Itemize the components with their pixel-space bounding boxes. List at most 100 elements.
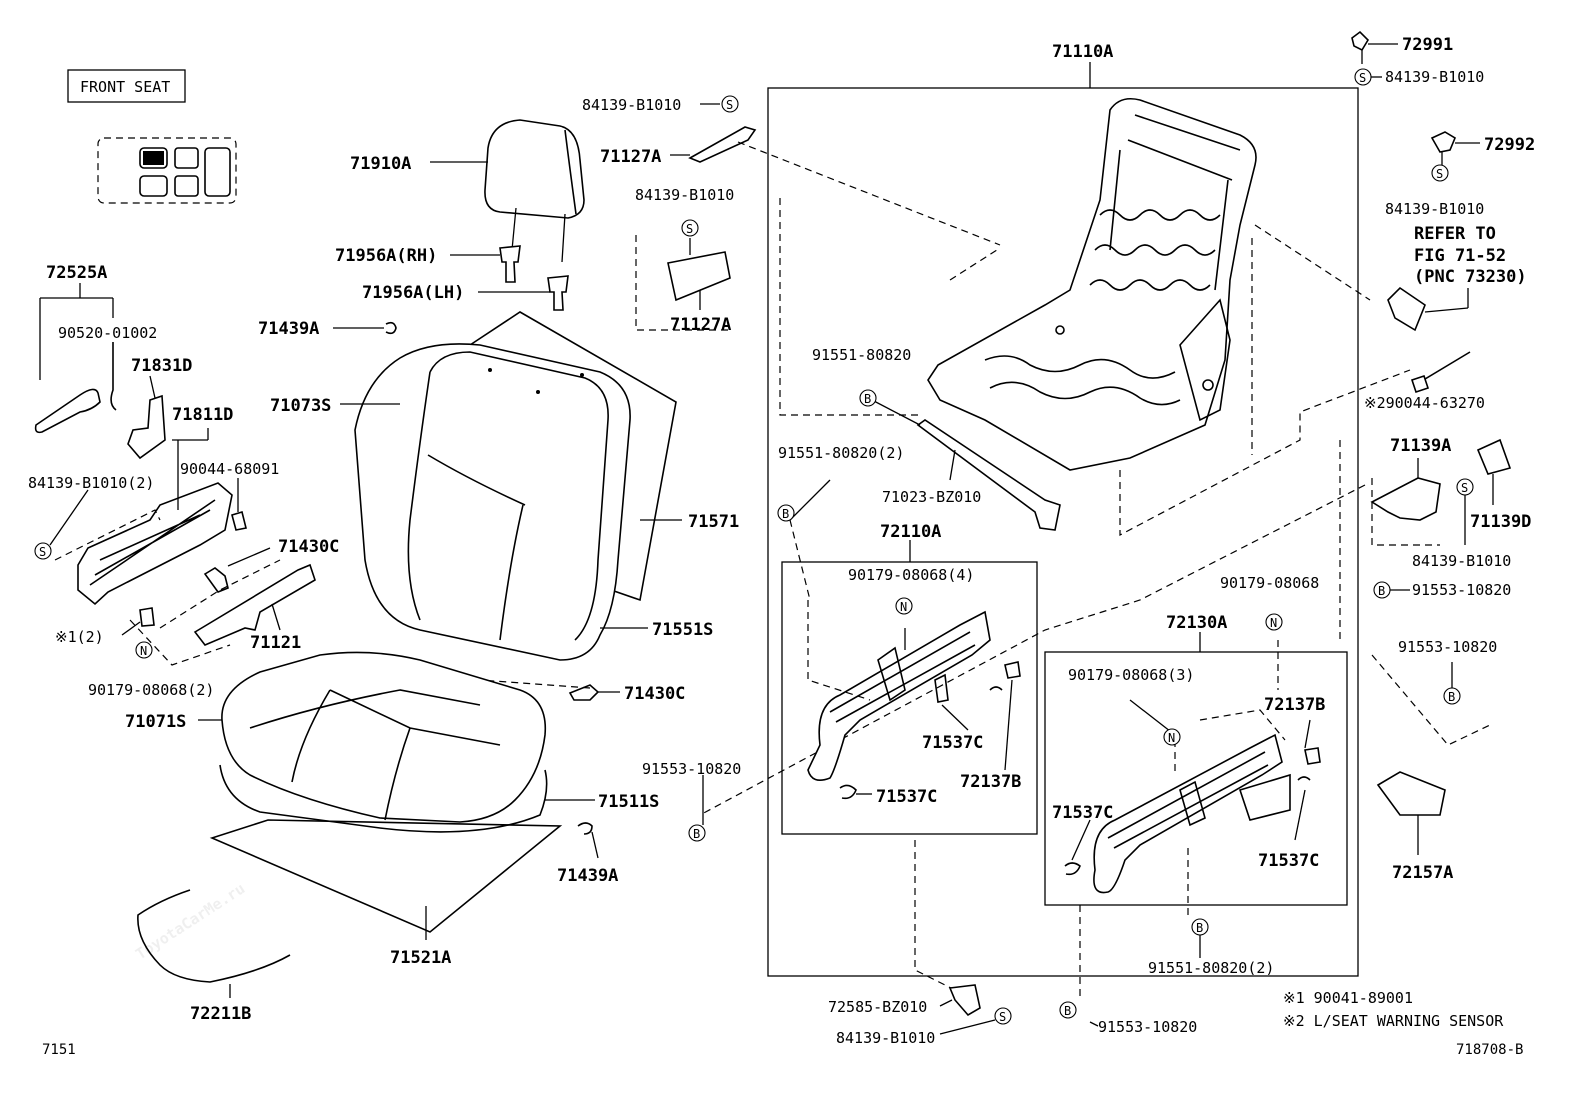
clip-72991	[1351, 30, 1398, 64]
seat-back-group	[340, 311, 682, 661]
clip-90044-68091	[231, 510, 247, 531]
label-72137B-b: 72137B	[1264, 695, 1325, 715]
label-71831D: 71831D	[131, 356, 192, 376]
bracket-71121	[193, 563, 316, 646]
symbol-b-7: B	[1443, 687, 1461, 705]
headrest-guide-rh	[499, 245, 521, 283]
label-72992: 72992	[1484, 135, 1535, 155]
cover-72157A	[1376, 771, 1446, 855]
label-72130A: 72130A	[1166, 613, 1227, 633]
label-91553-10820-b: 91553-10820	[1098, 1018, 1197, 1036]
seat-frame	[927, 97, 1257, 471]
rod-71023-BZ010	[871, 399, 1061, 531]
svg-text:N: N	[1270, 616, 1277, 630]
svg-text:S: S	[726, 98, 733, 112]
symbol-s-1: S	[34, 542, 52, 560]
label-71537C-a: 71537C	[922, 733, 983, 753]
svg-text:B: B	[1064, 1004, 1071, 1018]
symbol-b-3: B	[688, 824, 706, 842]
label-72991: 72991	[1402, 35, 1453, 55]
svg-text:B: B	[782, 507, 789, 521]
headrest-group	[430, 119, 585, 311]
svg-text:N: N	[140, 644, 147, 658]
headrest	[484, 119, 585, 219]
symbol-b-6: B	[1373, 581, 1391, 599]
label-84139-B1010-d: 84139-B1010	[1385, 68, 1484, 86]
label-90179-08068-4: 90179-08068(4)	[848, 566, 974, 584]
label-84139-B1010-b: 84139-B1010	[635, 186, 734, 204]
wire-72211B	[137, 889, 291, 983]
label-91553-10820-c: 91553-10820	[1412, 581, 1511, 599]
svg-text:N: N	[1168, 731, 1175, 745]
label-71521A: 71521A	[390, 948, 451, 968]
symbol-s-5: S	[1354, 68, 1372, 86]
screw-71430C	[203, 567, 229, 593]
recliner-handle-group	[34, 283, 316, 666]
label-71439A-a: 71439A	[258, 319, 319, 339]
sensor-cable	[1410, 351, 1471, 394]
svg-text:S: S	[39, 545, 46, 559]
symbol-b-5: B	[1059, 1001, 1077, 1019]
label-71139A: 71139A	[1390, 436, 1451, 456]
label-91553-10820-d: 91553-10820	[1398, 638, 1497, 656]
label-91553-10820-a: 91553-10820	[642, 760, 741, 778]
label-90179-08068: 90179-08068	[1220, 574, 1319, 592]
label-84139-B1010-c: 84139-B1010	[836, 1029, 935, 1047]
label-91551-80820: 91551-80820	[812, 346, 911, 364]
bracket-71139A	[1370, 458, 1441, 521]
label-71811D: 71811D	[172, 405, 233, 425]
label-72157A: 72157A	[1392, 863, 1453, 883]
bolt-note1	[139, 607, 155, 627]
recliner-handle	[34, 388, 101, 434]
label-71127A-a: 71127A	[600, 147, 661, 167]
symbol-s-2: S	[721, 95, 739, 113]
clip-72992	[1430, 131, 1480, 165]
label-71537C-c: 71537C	[1052, 803, 1113, 823]
cushion-cover-71071S	[221, 651, 547, 823]
label-71430C-b: 71430C	[624, 684, 685, 704]
side-shield-71811D	[77, 482, 233, 606]
label-71571: 71571	[688, 512, 739, 532]
symbol-n-3: N	[1265, 613, 1283, 631]
seat-frame-box-71110A	[767, 87, 1359, 977]
symbol-n-4: N	[1163, 728, 1181, 746]
svg-text:S: S	[1461, 481, 1468, 495]
label-71439A-b: 71439A	[557, 866, 618, 886]
label-72137B-a: 72137B	[960, 772, 1021, 792]
svg-text:S: S	[1436, 167, 1443, 181]
label-71537C-d: 71537C	[1258, 851, 1319, 871]
svg-text:S: S	[999, 1010, 1006, 1024]
watermark: ToyotaCarMe.ru	[132, 879, 248, 963]
shield-71127A-upper	[688, 126, 757, 163]
label-91551-80820-2b: 91551-80820(2)	[1148, 959, 1274, 977]
shield-71127A-group	[635, 103, 757, 331]
bracket-71139D	[1476, 438, 1512, 505]
symbol-s-6: S	[1431, 164, 1449, 182]
svg-text:S: S	[1359, 71, 1366, 85]
shield-71127A-lower	[667, 251, 731, 302]
label-71023-BZ010: 71023-BZ010	[882, 488, 981, 506]
cushion-pad-71521A	[209, 819, 563, 933]
headrest-guide-lh	[547, 275, 569, 311]
label-71071S: 71071S	[125, 712, 186, 732]
handle-cover	[127, 394, 166, 460]
vehicle-locator-icon	[97, 137, 237, 204]
label-72585-BZ010: 72585-BZ010	[828, 998, 927, 1016]
symbol-b-2: B	[777, 504, 795, 522]
rail-box-72130A	[1044, 651, 1348, 906]
svg-text:B: B	[1448, 690, 1455, 704]
label-90044-68091: 90044-68091	[180, 460, 279, 478]
symbol-b-1: B	[859, 389, 877, 407]
buckle-73230	[1387, 286, 1469, 332]
svg-text:B: B	[864, 392, 871, 406]
refer-line-2: FIG 71-52	[1414, 246, 1506, 266]
symbol-b-4: B	[1191, 918, 1209, 936]
view-title: FRONT SEAT	[80, 78, 170, 96]
label-71511S: 71511S	[598, 792, 659, 812]
cushion-pad-71511S	[219, 764, 548, 833]
figure-code: 7151	[42, 1042, 76, 1058]
label-90044-63270: ※290044-63270	[1364, 394, 1485, 412]
label-91551-80820-2a: 91551-80820(2)	[778, 444, 904, 462]
label-84139-B1010-2: 84139-B1010(2)	[28, 474, 154, 492]
